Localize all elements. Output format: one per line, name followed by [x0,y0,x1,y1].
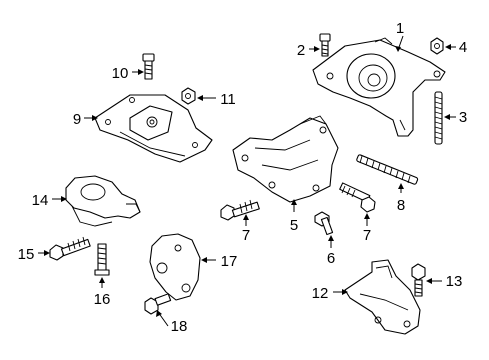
part-10-bolt [142,53,155,80]
callout-12: 12 [312,285,329,302]
part-18-bolt [144,293,172,315]
callout-5: 5 [290,217,298,234]
callout-4: 4 [459,39,467,56]
part-16-bolt [94,243,110,276]
callout-2: 2 [297,42,305,59]
callout-18: 18 [171,318,188,335]
part-13-bolt [411,263,426,297]
part-4-nut [430,37,444,55]
part-11-nut [181,87,196,105]
callout-16: 16 [94,291,111,308]
part-12-bracket [344,259,421,335]
part-8-stud [356,154,419,185]
callout-1: 1 [396,20,404,37]
callout-9: 9 [73,111,81,128]
part-3-stud [434,91,443,145]
part-9-plate [94,94,213,163]
callout-8: 8 [397,197,405,214]
part-14-insulator [65,175,141,227]
callout-14: 14 [32,192,49,209]
part-7-bolt-left [220,199,260,221]
callout-10: 10 [112,65,129,82]
leader-lines [38,35,456,295]
callout-13: 13 [446,273,463,290]
callout-15: 15 [18,246,35,263]
part-15-bolt [49,236,91,261]
part-17-bracket [149,233,201,301]
callout-17: 17 [221,253,238,270]
callout-7-right: 7 [363,227,371,244]
callout-6: 6 [327,250,335,267]
callout-11: 11 [220,91,236,108]
part-2-bolt [319,33,331,57]
part-5-bracket [232,115,339,203]
callout-7-left: 7 [242,227,250,244]
part-6-bolt [314,211,334,236]
callout-3: 3 [459,109,467,126]
callout-labels: 1 2 3 4 5 6 7 7 8 9 10 11 12 13 14 15 16… [18,20,468,335]
part-1-engine-mount [312,37,446,137]
part-7-bolt-right [339,182,376,213]
leader-18 [156,310,169,327]
